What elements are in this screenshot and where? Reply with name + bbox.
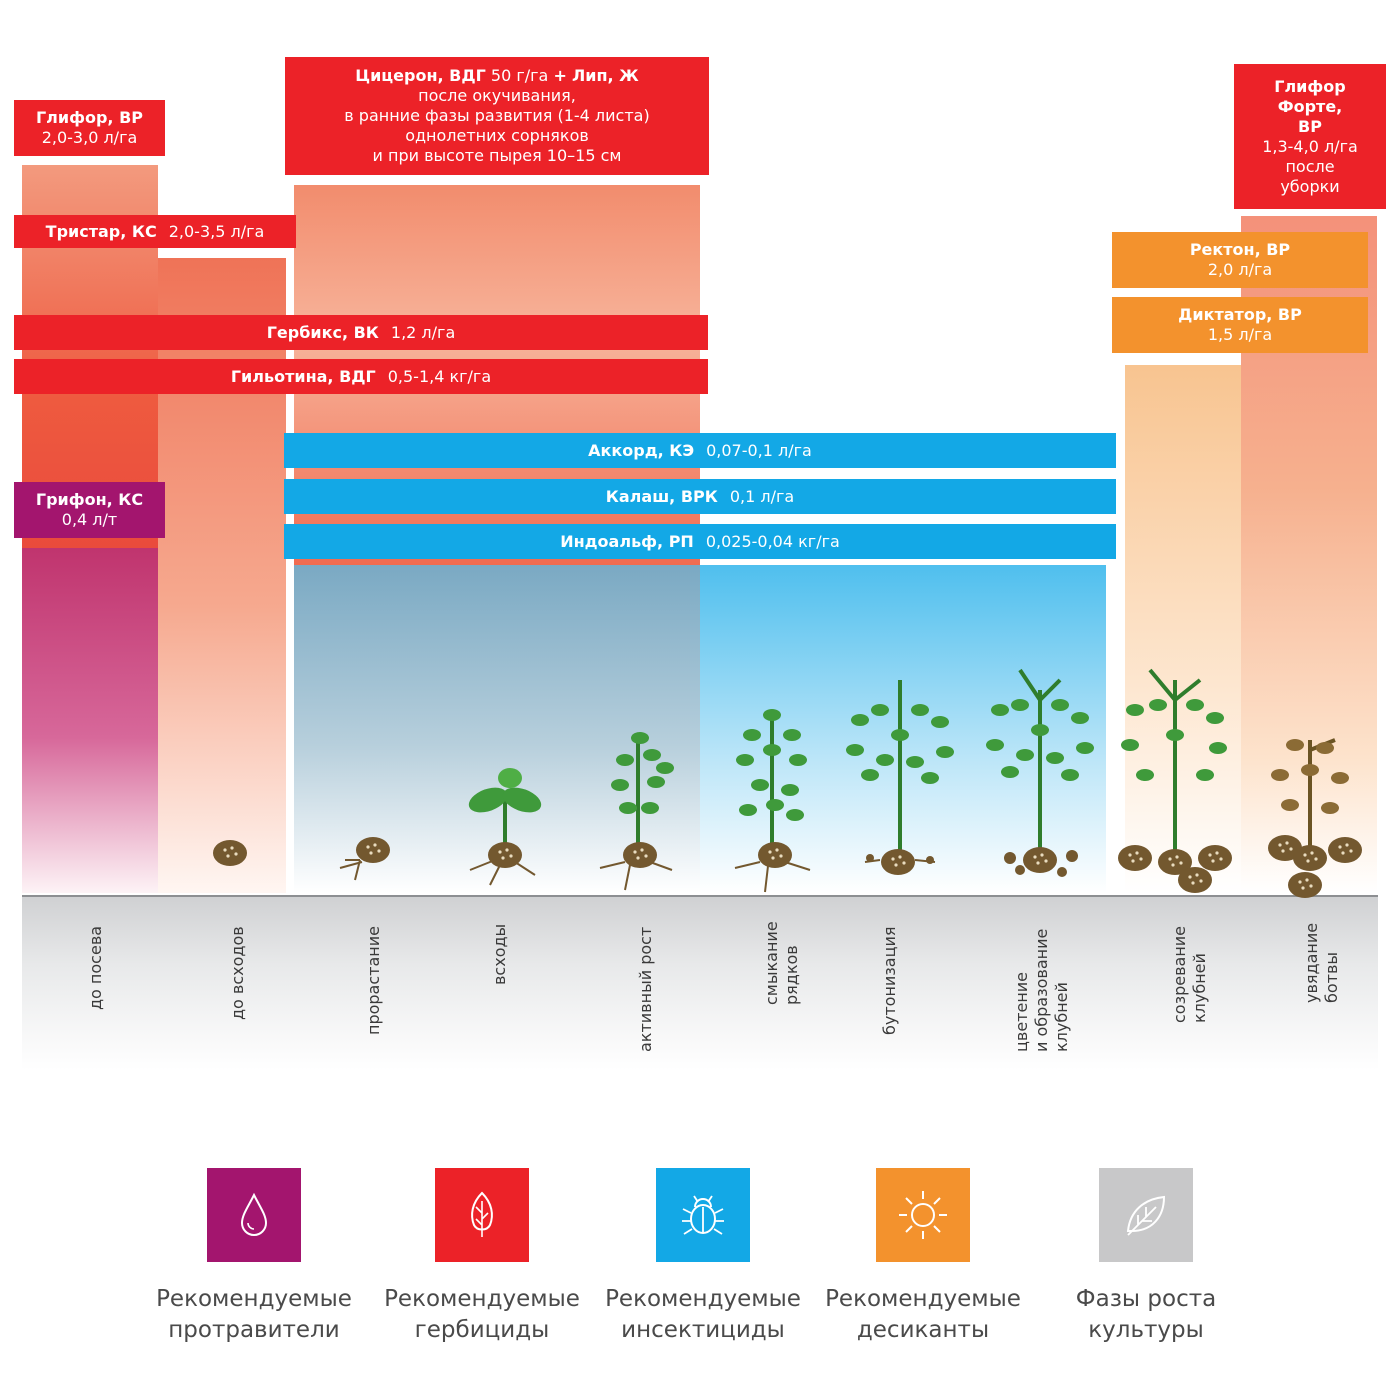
kalash-name: Калаш, ВРК	[605, 486, 718, 506]
leaf-outline-icon	[1126, 1195, 1166, 1236]
bushy-plant-icon	[734, 709, 811, 893]
rekton-name: Ректон, ВР	[1189, 240, 1291, 259]
legend-label-phases: Фазы роста культуры	[1075, 1286, 1217, 1343]
glifor-forte-note-line2: уборки	[1280, 176, 1340, 196]
gilotina-name: Гильотина, ВДГ	[230, 366, 376, 386]
flowering-plant-icon	[986, 668, 1094, 877]
phase-label-uvyadanie: увядание ботвы	[1302, 922, 1341, 1003]
legend-swatch-protectants	[207, 1168, 301, 1262]
tristar-bar: Тристар, КС 2,0-3,5 л/га	[14, 215, 296, 248]
column-early-insecticide	[294, 565, 700, 893]
legend-label-insecticides: Рекомендуемые инсектициды	[605, 1286, 801, 1343]
ciceron-line4: однолетних сорняков	[405, 126, 589, 145]
legend-label-desiccants: Рекомендуемые десиканты	[825, 1286, 1021, 1343]
glifor-forte-note-line1: после	[1285, 156, 1335, 176]
diktator-dose: 1,5 л/га	[1207, 325, 1273, 344]
grifon-name: Грифон, КС	[35, 490, 144, 509]
leaf-icon	[471, 1191, 493, 1237]
phase-label-sozrevanie: созревание клубней	[1170, 925, 1209, 1023]
gerbiks-dose: 1,2 л/га	[390, 322, 456, 342]
glifor-bar: Глифор, ВР 2,0-3,0 л/га	[14, 100, 165, 156]
tristar-name: Тристар, КС	[45, 221, 157, 241]
akkord-name: Аккорд, КЭ	[588, 440, 695, 460]
phase-label-vshody: всходы	[490, 923, 509, 985]
indoalf-name: Индоальф, РП	[560, 531, 694, 551]
seedling-icon	[468, 768, 542, 886]
legend-protectants: Рекомендуемые протравители	[144, 1168, 364, 1346]
legend-swatch-insecticides	[656, 1168, 750, 1262]
phase-label-do-poseva: до посева	[86, 925, 105, 1010]
kalash-dose: 0,1 л/га	[729, 486, 795, 506]
phase-floor	[22, 895, 1378, 1070]
rekton-dose: 2,0 л/га	[1207, 260, 1273, 279]
ciceron-line1: Цицерон, ВДГ 50 г/га + Лип, Ж	[355, 66, 639, 86]
phase-label-cvetenie: цветение и образование клубней	[1012, 928, 1071, 1052]
akkord-bar: Аккорд, КЭ 0,07-0,1 л/га	[284, 433, 1116, 468]
diktator-name: Диктатор, ВР	[1178, 305, 1302, 324]
glifor-forte-name-line3: ВР	[1298, 116, 1322, 136]
gerbiks-name: Гербикс, ВК	[266, 322, 379, 342]
akkord-dose: 0,07-0,1 л/га	[706, 440, 812, 460]
indoalf-dose: 0,025-0,04 кг/га	[705, 531, 840, 551]
ciceron-line3: в ранние фазы развития (1-4 листа)	[344, 106, 650, 125]
gerbiks-bar: Гербикс, ВК 1,2 л/га	[14, 315, 708, 350]
glifor-forte-bar: Глифор Форте, ВР 1,3-4,0 л/га после убор…	[1234, 64, 1386, 209]
young-plant-icon	[599, 732, 674, 891]
indoalf-bar: Индоальф, РП 0,025-0,04 кг/га	[284, 524, 1116, 559]
ciceron-line2: после окучивания,	[418, 86, 576, 105]
phase-label-do-vshodov: до всходов	[228, 926, 247, 1020]
legend-insecticides: Рекомендуемые инсектициды	[593, 1168, 813, 1346]
beetle-icon	[682, 1195, 724, 1235]
ciceron-bar: Цицерон, ВДГ 50 г/га + Лип, Ж после окуч…	[285, 57, 709, 175]
tristar-dose: 2,0-3,5 л/га	[168, 221, 265, 241]
ground-line	[22, 895, 1378, 897]
column-pre-sowing-protectant	[22, 548, 158, 893]
tuber-icon	[213, 840, 247, 866]
sprouting-tuber-icon	[339, 837, 390, 881]
legend-swatch-herbicides	[435, 1168, 529, 1262]
ciceron-dose: 50 г/га	[490, 66, 549, 85]
lip-name: Лип, Ж	[571, 66, 639, 85]
gilotina-bar: Гильотина, ВДГ 0,5-1,4 кг/га	[14, 359, 708, 394]
legend-label-herbicides: Рекомендуемые гербициды	[384, 1286, 580, 1343]
phase-label-prorastanie: прорастание	[364, 926, 383, 1035]
legend-swatch-phases	[1099, 1168, 1193, 1262]
sun-icon	[899, 1191, 947, 1239]
phase-label-aktivnyi-rost: активный рост	[636, 926, 655, 1052]
ciceron-name: Цицерон, ВДГ	[355, 66, 486, 85]
rekton-bar: Ректон, ВР 2,0 л/га	[1112, 232, 1368, 288]
diktator-bar: Диктатор, ВР 1,5 л/га	[1112, 297, 1368, 353]
glifor-dose: 2,0-3,0 л/га	[41, 128, 138, 147]
ciceron-line5: и при высоте пырея 10–15 см	[372, 146, 622, 165]
mature-plant-icon	[1118, 668, 1232, 893]
glifor-forte-name-line2: Форте,	[1277, 96, 1343, 116]
grifon-dose: 0,4 л/т	[61, 510, 118, 529]
gilotina-dose: 0,5-1,4 кг/га	[387, 366, 492, 386]
drop-icon	[240, 1192, 268, 1236]
legend-swatch-desiccants	[876, 1168, 970, 1262]
phase-label-smykanie: смыкание рядков	[762, 921, 801, 1005]
legend-label-protectants: Рекомендуемые протравители	[156, 1286, 352, 1343]
budding-plant-icon	[846, 680, 954, 875]
ciceron-plus: +	[553, 66, 567, 85]
glifor-name: Глифор, ВР	[35, 108, 143, 127]
glifor-forte-name-line1: Глифор	[1274, 76, 1346, 96]
phase-label-butonizaciya: бутонизация	[880, 926, 899, 1035]
column-desiccant	[1125, 365, 1255, 893]
legend-herbicides: Рекомендуемые гербициды	[372, 1168, 592, 1346]
legend-desiccants: Рекомендуемые десиканты	[813, 1168, 1033, 1346]
kalash-bar: Калаш, ВРК 0,1 л/га	[284, 479, 1116, 514]
grifon-bar: Грифон, КС 0,4 л/т	[14, 482, 165, 538]
glifor-forte-dose: 1,3-4,0 л/га	[1262, 136, 1358, 156]
withering-plant-icon	[1268, 738, 1362, 898]
legend-phases: Фазы роста культуры	[1036, 1168, 1256, 1346]
